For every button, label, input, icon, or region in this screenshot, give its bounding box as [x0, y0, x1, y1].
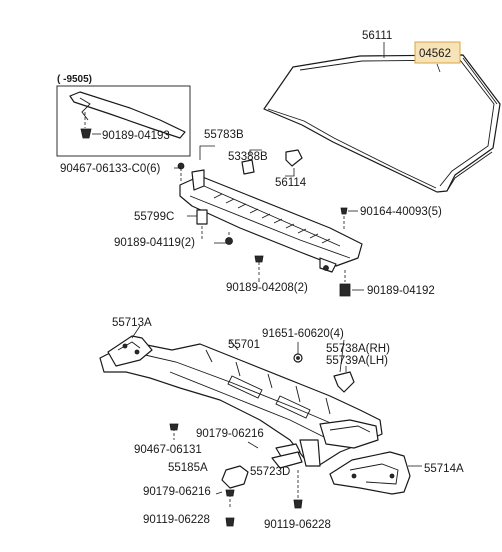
label-90179-06216-a: 90179-06216: [196, 428, 264, 440]
label-55714a: 55714A: [424, 463, 464, 475]
label-56114: 56114: [275, 177, 307, 189]
label-inset-range: ( -9505): [57, 74, 92, 85]
small-brackets: [293, 342, 355, 393]
label-90119-06228-a: 90119-06228: [143, 514, 210, 526]
lower-brackets: [169, 423, 303, 527]
windshield-glass: [263, 54, 501, 193]
label-90164-40093: 90164-40093(5): [360, 206, 442, 218]
label-55739a: 55739A(LH): [326, 355, 388, 367]
cowl-fasteners: [174, 162, 364, 297]
inset-box: [56, 85, 191, 157]
label-55783b: 55783B: [204, 129, 244, 141]
label-56111: 56111: [362, 30, 392, 42]
label-55701: 55701: [228, 339, 260, 351]
label-55185a: 55185A: [168, 462, 208, 474]
label-90189-04119: 90189-04119(2): [114, 237, 195, 249]
leader-lines: [131, 42, 441, 373]
label-90467-06133: 90467-06133-C0(6): [60, 163, 161, 175]
side-brace: [329, 451, 422, 495]
label-04562: 04562: [419, 48, 451, 60]
label-55799c: 55799C: [134, 211, 174, 223]
label-90189-04193: 90189-04193: [102, 130, 170, 142]
label-90467-06131: 90467-06131: [134, 444, 202, 456]
label-90119-06228-b: 90119-06228: [264, 519, 331, 531]
label-90189-04192: 90189-04192: [367, 285, 435, 297]
label-55723d: 55723D: [250, 466, 290, 478]
cowl-louver: [179, 145, 363, 273]
label-91651-60620: 91651-60620(4): [262, 328, 344, 340]
label-90189-04208: 90189-04208(2): [226, 282, 308, 294]
label-55738a: 55738A(RH): [326, 343, 390, 355]
label-90179-06216-b: 90179-06216: [143, 486, 211, 498]
label-55713a: 55713A: [112, 317, 152, 329]
highlight-box: [414, 41, 461, 64]
label-53388b: 53388B: [228, 151, 268, 163]
cowl-panel: [99, 335, 383, 467]
